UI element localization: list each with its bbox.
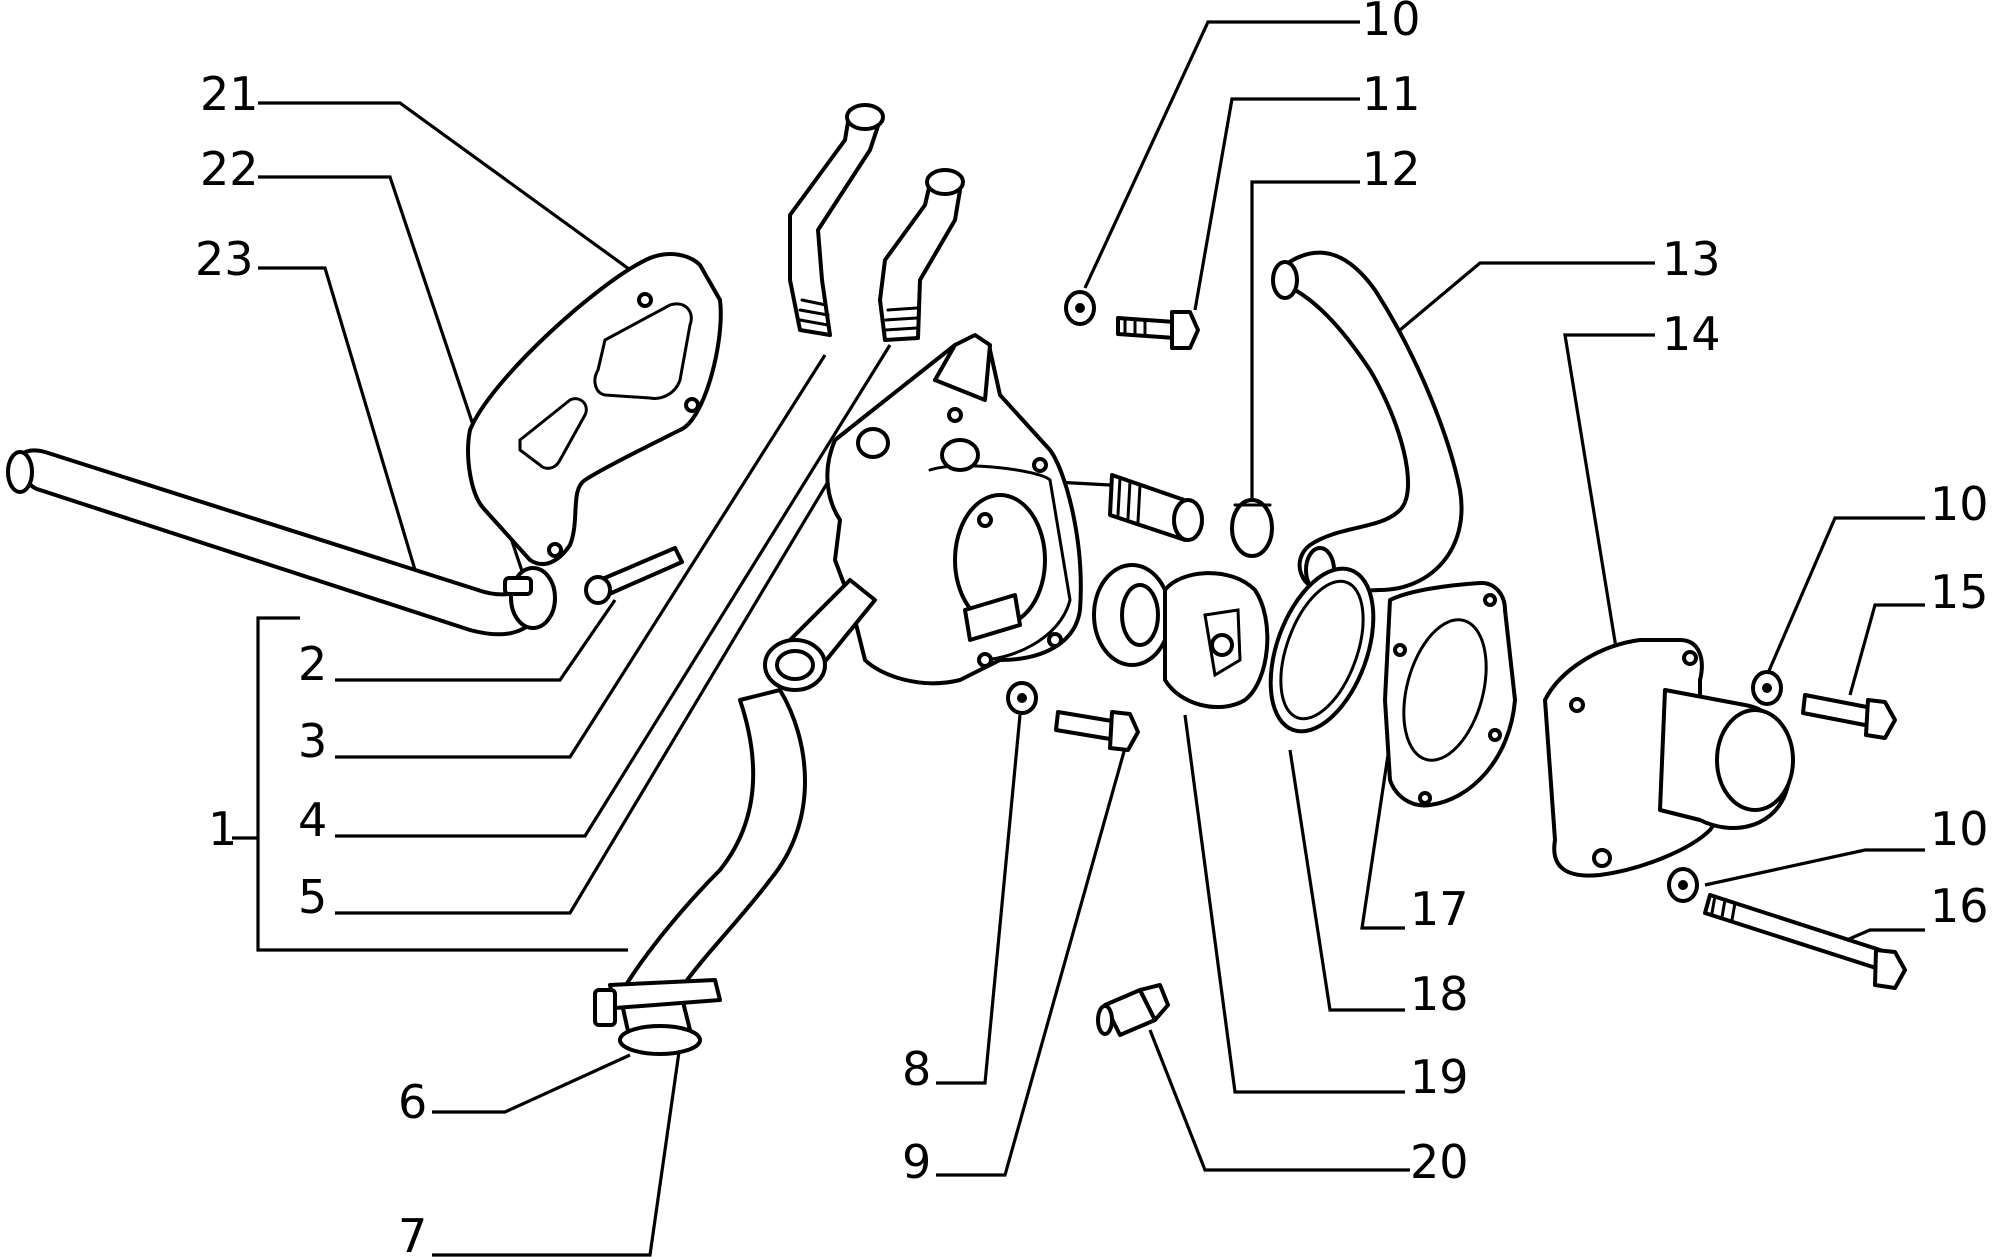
bolt-11 — [1116, 310, 1200, 350]
callout-8: 8 — [902, 1042, 931, 1096]
washer-8 — [1006, 681, 1038, 715]
callout-16: 16 — [1930, 879, 1989, 933]
bent-pipe-4 — [878, 168, 965, 342]
leader-10b — [1763, 516, 1925, 681]
short-pipe-5 — [1108, 473, 1204, 542]
leader-10a — [1083, 20, 1360, 289]
leader-9 — [936, 747, 1127, 1177]
washer-10-low — [1667, 867, 1699, 903]
callout-7: 7 — [398, 1209, 427, 1257]
hose-clamp-12 — [1230, 498, 1274, 558]
washer-10-mid — [1751, 670, 1783, 706]
callout-9: 9 — [902, 1135, 931, 1189]
leader-7 — [432, 1044, 682, 1257]
callout-17: 17 — [1410, 882, 1469, 936]
o-ring-18 — [1268, 566, 1376, 734]
leader-2 — [335, 599, 617, 682]
outlet-cover-14 — [1543, 638, 1795, 878]
leader-10c — [1704, 848, 1925, 887]
leader-13 — [1398, 261, 1655, 332]
bolt-16 — [1703, 893, 1907, 990]
callout-22: 22 — [200, 142, 259, 196]
leader-3 — [335, 354, 827, 759]
callout-23: 23 — [195, 232, 254, 286]
leader-4 — [335, 344, 892, 838]
callout-12: 12 — [1362, 142, 1421, 196]
callout-19: 19 — [1410, 1050, 1469, 1104]
hose-clamp-22 — [503, 566, 557, 630]
leader-23 — [258, 266, 420, 581]
callout-11: 11 — [1362, 67, 1421, 121]
leader-15 — [1848, 603, 1925, 696]
leader-17 — [1360, 754, 1405, 930]
leader-lines — [232, 20, 1925, 1257]
leader-20 — [1148, 1029, 1410, 1172]
callout-21: 21 — [200, 67, 259, 121]
callout-14: 14 — [1662, 307, 1721, 361]
leader-18 — [1288, 749, 1405, 1012]
hose-clamp-6 — [593, 978, 722, 1027]
callout-10-top: 10 — [1362, 0, 1421, 46]
callout-10-low: 10 — [1930, 802, 1989, 856]
leader-1 — [232, 616, 628, 952]
callout-15: 15 — [1930, 565, 1989, 619]
callout-20: 20 — [1410, 1135, 1469, 1189]
long-pipe — [6, 448, 542, 637]
leader-22 — [258, 175, 527, 581]
leader-14 — [1563, 333, 1655, 661]
leader-19 — [1183, 714, 1405, 1094]
callout-5: 5 — [298, 870, 327, 924]
thermostat-19 — [1092, 563, 1270, 710]
leader-21 — [258, 101, 641, 279]
bolt-9 — [1054, 710, 1140, 752]
callout-10-mid: 10 — [1930, 477, 1989, 531]
bolt-15 — [1801, 693, 1897, 740]
gasket-21 — [466, 252, 723, 566]
callout-13: 13 — [1662, 232, 1721, 286]
callout-3: 3 — [298, 714, 327, 768]
leader-8 — [936, 714, 1022, 1085]
callout-1: 1 — [208, 802, 237, 856]
callout-2: 2 — [298, 637, 327, 691]
callout-6: 6 — [398, 1075, 427, 1129]
washer-10-top — [1064, 290, 1096, 326]
leader-11 — [1193, 97, 1360, 311]
bent-pipe-3 — [788, 103, 885, 337]
callout-18: 18 — [1410, 967, 1469, 1021]
bolt-2 — [584, 546, 684, 605]
callout-4: 4 — [298, 793, 327, 847]
thermostat-housing — [763, 333, 1083, 692]
leader-6 — [432, 1053, 631, 1114]
temperature-sensor-20 — [1096, 983, 1170, 1037]
leader-12 — [1250, 180, 1360, 500]
gasket-17 — [1383, 580, 1517, 808]
callout-labels: 21 22 23 1 2 3 4 5 6 7 8 9 10 11 12 13 1… — [195, 0, 1989, 1257]
